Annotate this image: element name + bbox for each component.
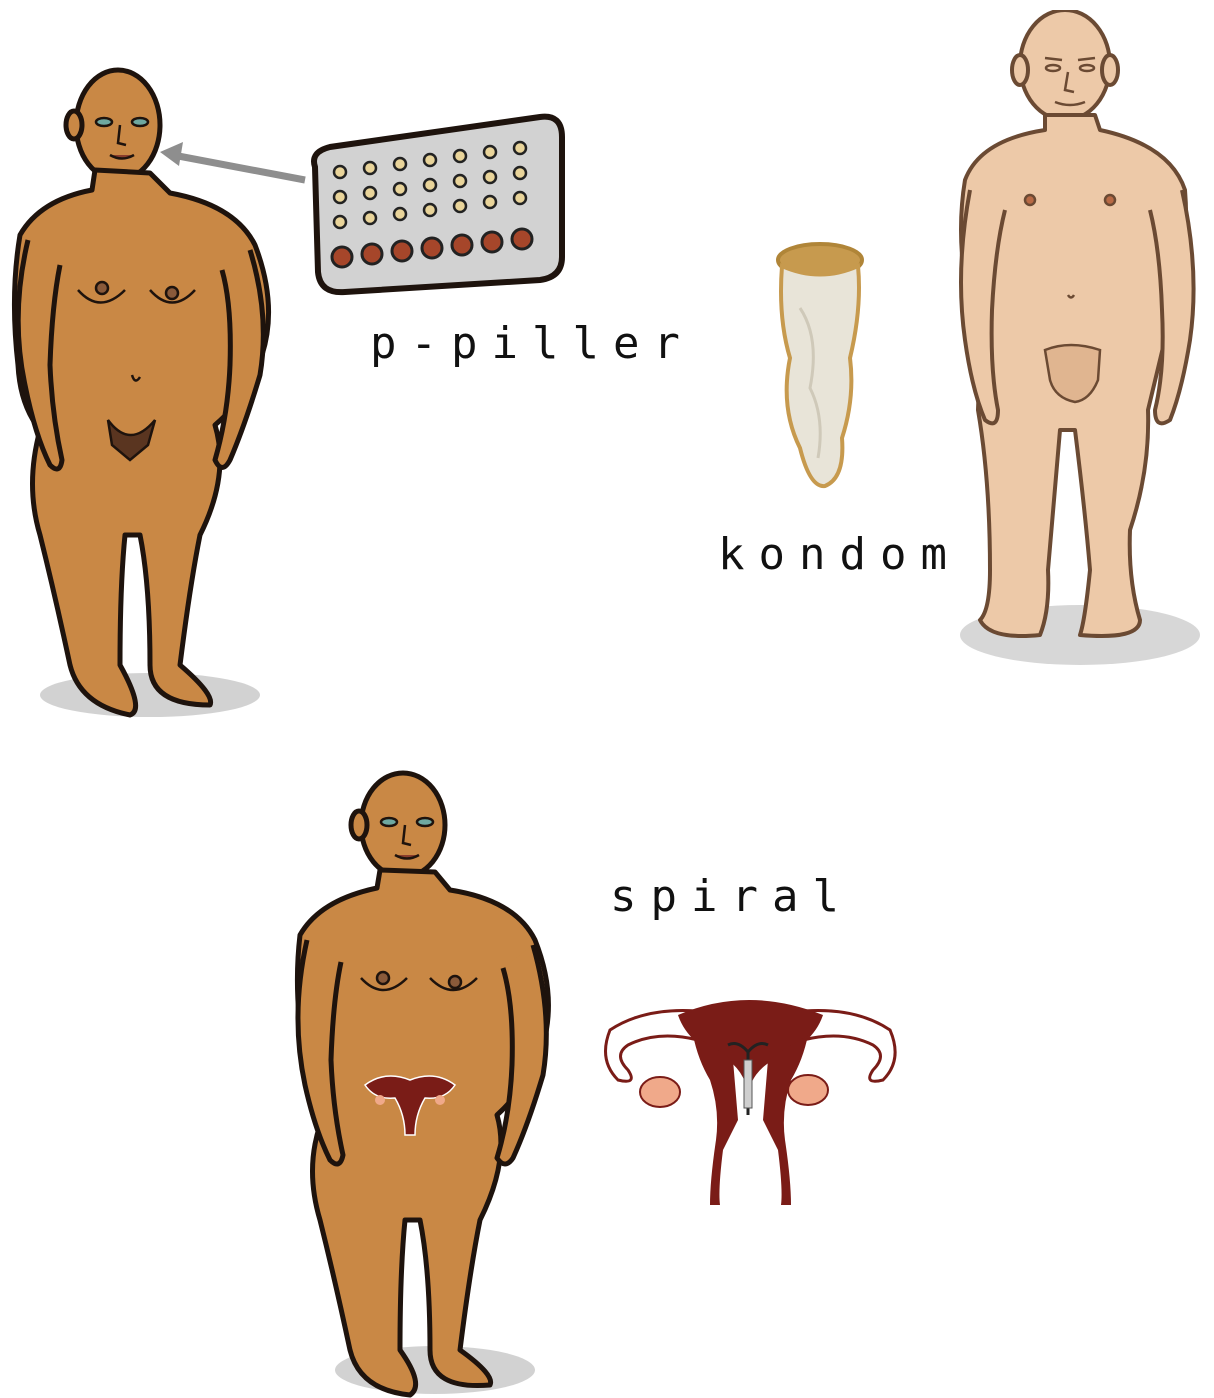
pill xyxy=(364,162,376,174)
arrow-icon xyxy=(155,140,315,190)
pill xyxy=(424,204,436,216)
pill xyxy=(394,158,406,170)
label-pill: p-piller xyxy=(370,322,694,366)
pill xyxy=(484,196,496,208)
placebo-pill xyxy=(392,241,412,261)
condom-icon xyxy=(770,238,870,493)
pill xyxy=(514,192,526,204)
pill xyxy=(454,175,466,187)
man-figure xyxy=(950,10,1210,670)
pill xyxy=(364,187,376,199)
label-iud: spiral xyxy=(610,875,853,919)
pill xyxy=(484,146,496,158)
pill xyxy=(364,212,376,224)
placebo-pill xyxy=(422,238,442,258)
label-condom: kondom xyxy=(718,533,961,577)
pill xyxy=(394,183,406,195)
placebo-pill xyxy=(362,244,382,264)
pill xyxy=(514,142,526,154)
pill xyxy=(484,171,496,183)
placebo-pill xyxy=(332,247,352,267)
pill-pack-icon xyxy=(300,112,570,297)
placebo-pill xyxy=(452,235,472,255)
pill xyxy=(454,200,466,212)
pill xyxy=(424,179,436,191)
pill xyxy=(334,191,346,203)
woman-figure-uterus xyxy=(285,770,565,1398)
pill xyxy=(394,208,406,220)
pill xyxy=(334,216,346,228)
placebo-pill xyxy=(482,232,502,252)
placebo-pill xyxy=(512,229,532,249)
pill xyxy=(424,154,436,166)
pill xyxy=(454,150,466,162)
pill xyxy=(334,166,346,178)
uterus-iud-icon xyxy=(598,990,903,1210)
pill xyxy=(514,167,526,179)
